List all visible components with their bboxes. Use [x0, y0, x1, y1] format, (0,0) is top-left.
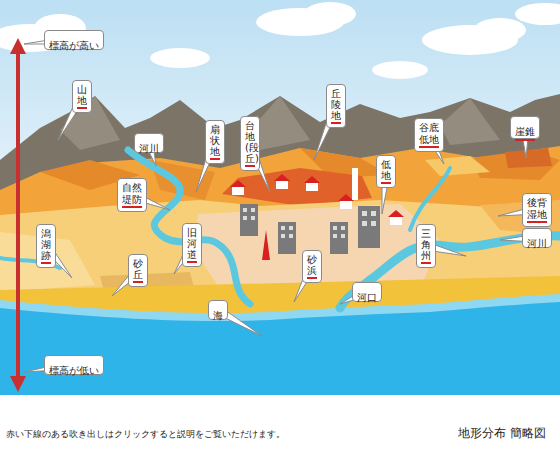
callout-text: 潟湖跡	[41, 228, 51, 264]
callout-text: 谷底低地	[419, 122, 439, 148]
callout-bubble: 三角州	[416, 224, 436, 268]
callout-bubble: 丘陵地	[326, 84, 346, 128]
callout-bubble: 河口	[352, 282, 382, 302]
callout-text: 河川	[527, 238, 547, 250]
callout-text: 河川	[139, 143, 159, 155]
callout-text: 標高が高い	[49, 40, 99, 52]
callout-bubble: 河川	[134, 133, 164, 153]
callout-text: 丘陵地	[331, 88, 341, 124]
callout-bubble: 台地(段丘)	[240, 116, 260, 171]
callout-bubble: 標高が低い	[44, 355, 104, 375]
callout-text: 三角州	[421, 228, 431, 264]
callout-bubble: 砂浜	[302, 250, 322, 283]
callout-text: 山地	[77, 84, 87, 109]
callout-bubble: 標高が高い	[44, 30, 104, 50]
callout-bubble: 扇状地	[205, 120, 225, 164]
callout-text: 自然堤防	[122, 182, 142, 208]
callout-text: 後背湿地	[527, 197, 547, 223]
callout-text: 海	[213, 310, 223, 322]
callout-bubble: 崖錐	[510, 116, 540, 139]
callout-bubble: 潟湖跡	[36, 224, 56, 268]
callout-bubble: 後背湿地	[522, 193, 552, 227]
callout-text: 台地(段丘)	[245, 120, 255, 167]
callout-bubble: 低地	[376, 155, 396, 188]
callout-bubble: 自然堤防	[117, 178, 147, 212]
callout-text: 旧河道	[187, 227, 197, 263]
callout-text: 砂浜	[307, 254, 317, 279]
callout-text: 低地	[381, 159, 391, 184]
callout-bubble: 谷底低地	[414, 118, 444, 152]
caption: 地形分布 簡略図	[458, 425, 546, 442]
footnote: 赤い下線のある吹き出しはクリックすると説明をご覧いただけます。	[6, 428, 285, 441]
callout-bubble: 旧河道	[182, 223, 202, 267]
callout-bubble: 河川	[522, 228, 552, 248]
callout-text: 砂丘	[133, 258, 143, 283]
callout-text: 標高が低い	[49, 365, 99, 377]
callout-text: 扇状地	[210, 124, 220, 160]
callout-bubble: 砂丘	[128, 254, 148, 287]
callout-text: 河口	[357, 292, 377, 304]
callout-text: 崖錐	[515, 126, 535, 141]
callout-bubble: 山地	[72, 80, 92, 113]
callout-bubble: 海	[208, 300, 228, 320]
